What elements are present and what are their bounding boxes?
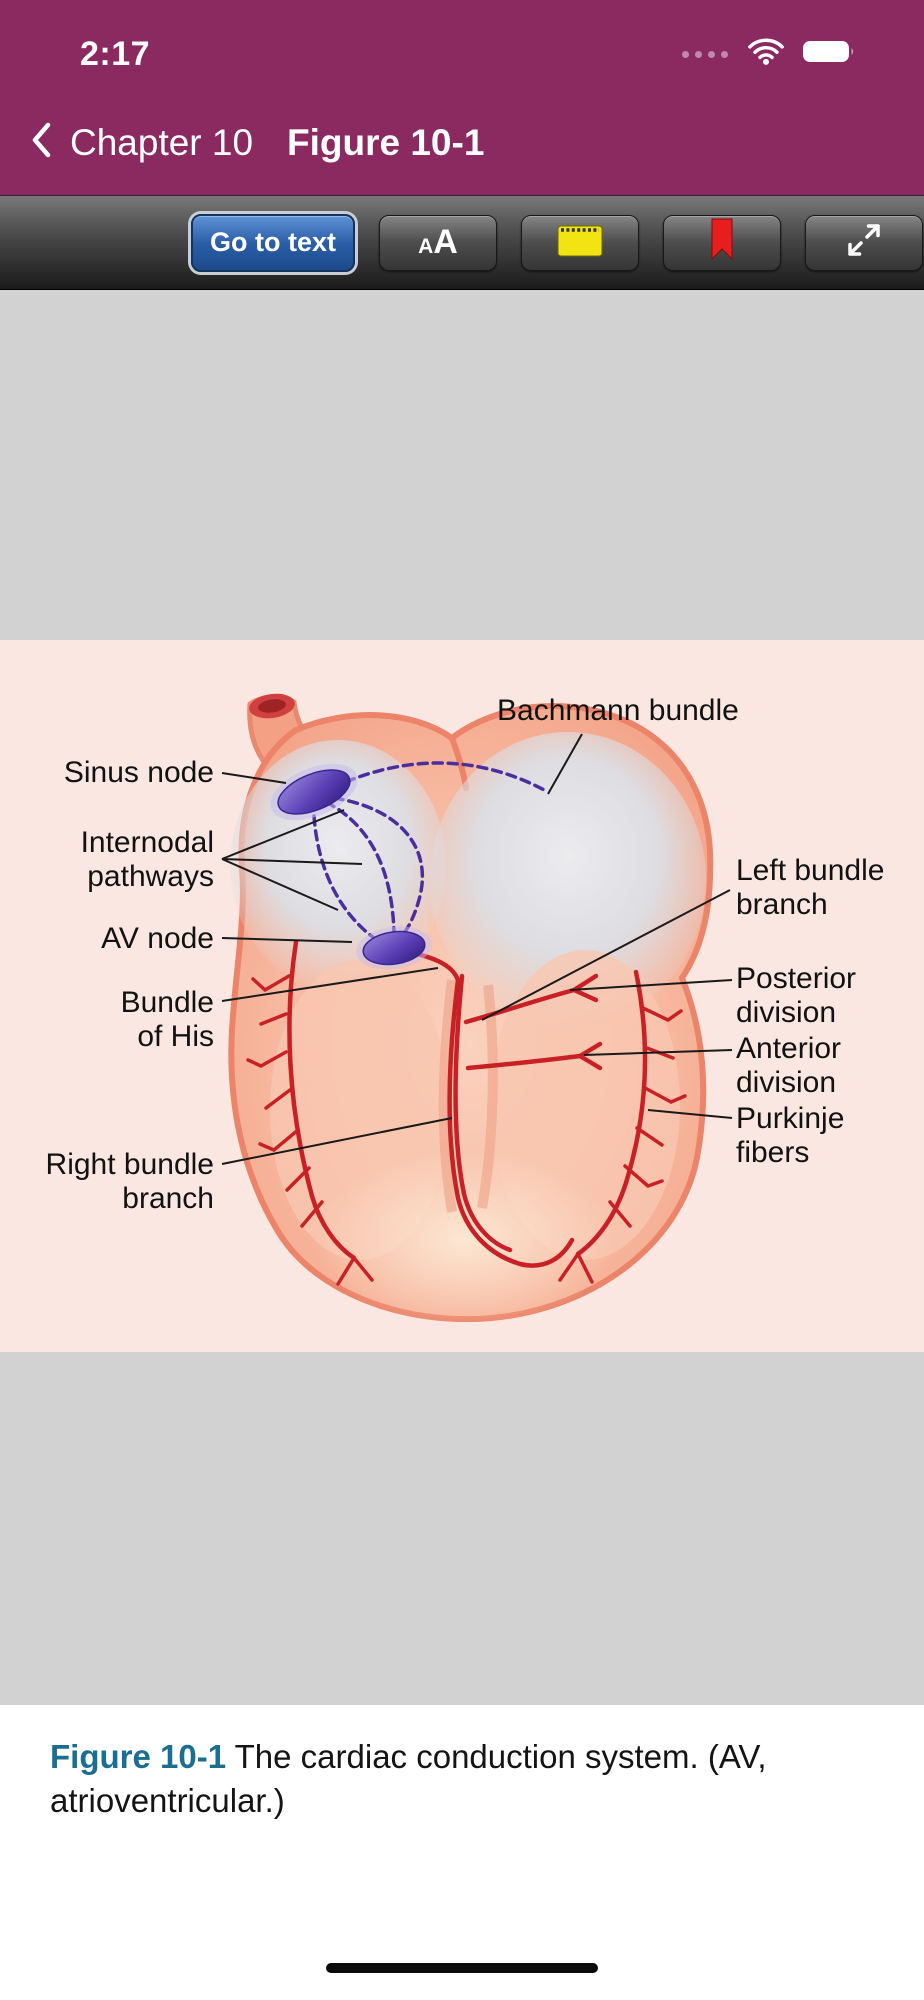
label-purkinje-2: fibers [736,1136,809,1169]
label-sinus-node: Sinus node [64,756,214,789]
fullscreen-button[interactable] [805,214,923,271]
content-background-bottom [0,1352,924,1705]
content-background-top [0,290,924,640]
back-button[interactable]: Chapter 10 [30,120,253,165]
label-posterior-2: division [736,996,836,1029]
label-bundle-his-2: of His [137,1020,214,1053]
label-anterior-2: division [736,1066,836,1099]
notes-button[interactable] [521,214,639,271]
label-left-bundle-1: Left bundle [736,854,884,887]
bookmark-button[interactable] [663,214,781,271]
go-to-text-button[interactable]: Go to text [191,213,355,272]
conduction-fibers [246,939,687,1286]
caption-text: The cardiac conduction system. (AV, atri… [50,1738,767,1819]
figure-panel[interactable]: Bachmann bundle Sinus node Internodal pa… [0,640,924,1352]
expand-icon [844,220,884,265]
home-indicator[interactable] [326,1963,598,1973]
label-left-bundle-2: branch [736,888,828,921]
page-title: Figure 10-1 [287,121,485,163]
notes-icon [555,219,605,266]
wifi-icon [746,38,786,71]
chevron-left-icon [30,120,54,165]
label-internodal-1: Internodal [81,826,214,859]
label-av-node: AV node [101,922,214,955]
status-bar: 2:17 [0,0,924,90]
caption-figure-label: Figure 10-1 [50,1738,227,1775]
label-posterior-1: Posterior [736,962,856,995]
label-bachmann-bundle: Bachmann bundle [497,694,739,727]
sinus-node-shape [270,763,358,821]
label-anterior-1: Anterior [736,1032,841,1065]
clock-time: 2:17 [80,34,151,73]
label-pointer-lines [221,733,733,1165]
label-bundle-his-1: Bundle [121,986,214,1019]
label-purkinje-1: Purkinje [736,1102,844,1135]
cardiac-conduction-diagram: Bachmann bundle Sinus node Internodal pa… [46,693,885,1330]
cellular-dots-icon [682,50,728,58]
figure-labels: Bachmann bundle Sinus node Internodal pa… [46,694,885,1215]
bookmark-icon [708,217,736,268]
label-right-bundle-1: Right bundle [46,1148,214,1181]
label-internodal-2: pathways [87,860,214,893]
battery-icon [802,38,856,70]
navigation-bar: Chapter 10 Figure 10-1 [0,90,924,195]
status-icons [682,38,856,71]
label-right-bundle-2: branch [122,1182,214,1215]
av-node-shape [356,926,432,970]
figure-caption: Figure 10-1 The cardiac conduction syste… [0,1705,924,2000]
back-button-label: Chapter 10 [70,121,254,163]
header: 2:17 [0,0,924,195]
